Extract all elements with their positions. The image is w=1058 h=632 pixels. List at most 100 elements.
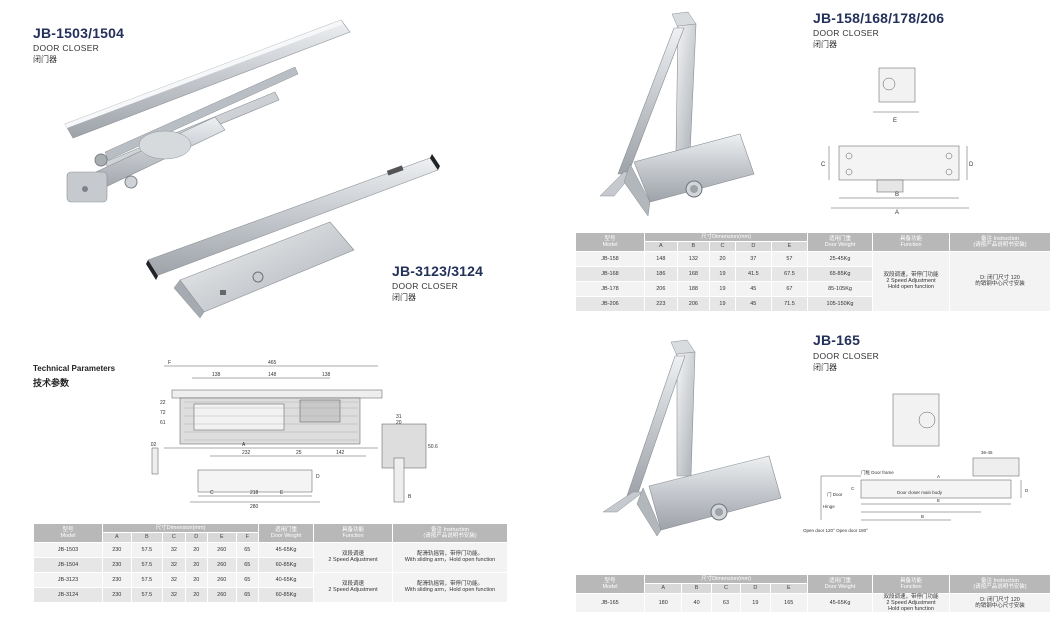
cell-value: 19 xyxy=(709,295,736,312)
dim-label: 门框 Door frame xyxy=(861,469,894,476)
dim-label: E xyxy=(893,118,897,124)
cell-function-en: 2 Speed Adjustment xyxy=(886,278,936,285)
dim-label: D xyxy=(316,474,320,480)
cell-function-en: 2 Speed Adjustment xyxy=(328,587,378,594)
cell-value: 63 xyxy=(710,592,742,613)
th-note-en: (请按产品说明书安装) xyxy=(973,241,1027,248)
th-dim-col: D xyxy=(740,583,771,594)
th-model-cn: 型号 xyxy=(604,577,616,584)
cell-weight: 25-45Kg xyxy=(807,250,873,267)
technical-drawing-2: C E D B A xyxy=(821,67,974,214)
cell-value: 40 xyxy=(681,592,712,613)
cell-weight: 65-85Kg xyxy=(807,265,873,282)
product-model-title-4: JB-165 xyxy=(813,332,861,348)
product-model-title-2: JB-3123/3124 xyxy=(392,263,484,279)
th-note-en: (请按产品说明书安装) xyxy=(423,532,477,539)
th-weight-cn: 适用门重 xyxy=(274,526,297,533)
th-function-cn: 具备功能 xyxy=(899,235,922,242)
cell-note-cn: D: 闭门尺寸 120 xyxy=(980,275,1020,282)
th-dim-col: B xyxy=(681,583,712,594)
cell-value: 57.5 xyxy=(130,586,164,603)
th-dim-col: A xyxy=(643,583,683,594)
cell-value: 67 xyxy=(770,280,809,297)
product-name-cn-4: 闭门器 xyxy=(813,363,837,372)
cell-note-cn: 配滑轨摇臂，带停门功能。 xyxy=(416,581,483,588)
cell-note-cn-2: 的销钢中心尺寸安装 xyxy=(975,602,1025,609)
th-model-cn: 型号 xyxy=(604,235,616,242)
cell-model: JB-178 xyxy=(575,280,645,297)
cell-value: 180 xyxy=(643,592,683,613)
cell-value: 37 xyxy=(734,250,772,267)
th-dim-col: E xyxy=(769,583,809,594)
cell-model: JB-158 xyxy=(575,250,645,267)
cell-note-en: With sliding arm，Hold open function xyxy=(404,557,496,564)
table-row: JB-168 186 168 19 41.5 67.5 65-85Kg xyxy=(575,265,1051,282)
cell-value: 148 xyxy=(644,250,678,267)
th-model-en: Model xyxy=(602,583,618,590)
th-note-cn: 备注 Instruction xyxy=(981,577,1019,584)
cell-model: JB-165 xyxy=(575,592,645,613)
cell-model: JB-1503 xyxy=(33,541,103,558)
dim-label: 72 xyxy=(160,410,166,416)
cell-value: 19 xyxy=(740,592,771,613)
cell-value: 223 xyxy=(644,295,678,312)
dim-label: 218 xyxy=(250,490,259,496)
right-page: JB-158/168/178/206 DOOR CLOSER 闭门器 C E D… xyxy=(529,0,1058,632)
table-row: JB-3123 230 57.5 32 20 260 65 40-65Kg 双段… xyxy=(33,571,508,603)
cell-value: 19 xyxy=(709,265,736,282)
cell-value: 260 xyxy=(206,541,237,558)
cell-function-cn: 双段调速，带停门功能 xyxy=(883,272,939,279)
cell-value: 57.5 xyxy=(130,541,164,558)
cell-note-cn-2: 的销钢中心尺寸安装 xyxy=(975,281,1025,288)
cell-value: 57 xyxy=(770,250,809,267)
dim-label: Open door 120° Open door 180° xyxy=(803,528,868,533)
concealed-closer-photo xyxy=(146,154,440,319)
th-weight-en: Door Weight xyxy=(824,241,856,248)
left-page: JB-1503/1504 DOOR CLOSER 闭门器 xyxy=(33,19,508,603)
th-dim-col: A xyxy=(644,241,678,252)
table-row: JB-3124 230 57.5 32 20 260 65 60-85Kg xyxy=(33,586,508,603)
cell-value: 20 xyxy=(184,586,208,603)
th-weight-en: Door Weight xyxy=(270,532,302,539)
cell-value: 41.5 xyxy=(734,265,772,282)
th-dim-col: B xyxy=(676,241,711,252)
dim-total-length: 465 xyxy=(268,360,277,366)
cell-function-cn: 双段调速，带停门功能 xyxy=(883,593,939,600)
cell-value: 57.5 xyxy=(130,571,164,588)
cell-weight: 105-150Kg xyxy=(807,295,873,312)
cell-model: JB-3123 xyxy=(33,571,103,588)
dim-label: 138 xyxy=(322,372,331,378)
product-model-title-3: JB-158/168/178/206 xyxy=(813,10,945,26)
th-dim-col: B xyxy=(130,532,164,543)
product-name-en-2: DOOR CLOSER xyxy=(392,281,459,291)
dim-label: E xyxy=(937,498,940,503)
product-name-en-4: DOOR CLOSER xyxy=(813,351,880,361)
product-name-cn: 闭门器 xyxy=(33,55,57,64)
technical-drawing: 465 138 148 138 22 72 61 102 A 232 25 14… xyxy=(150,360,438,508)
th-function-cn: 具备功能 xyxy=(899,577,922,584)
cell-value: 32 xyxy=(162,586,186,603)
cell-function-en-2: Hold open function xyxy=(888,605,934,612)
th-dim-col: E xyxy=(770,241,809,252)
cell-model: JB-1504 xyxy=(33,556,103,573)
cell-note-cn: D: 闭门尺寸 120 xyxy=(980,596,1020,603)
dim-label: 142 xyxy=(336,450,345,456)
cell-weight: 60-85Kg xyxy=(258,556,314,573)
th-function-cn: 具备功能 xyxy=(341,526,364,533)
th-dimension: 尺寸Dimension(mm) xyxy=(102,522,259,534)
cell-value: 45 xyxy=(734,295,772,312)
th-model-cn: 型号 xyxy=(62,526,74,533)
th-note-en: (请按产品说明书安装) xyxy=(973,583,1027,590)
cell-value: 20 xyxy=(184,541,208,558)
cell-value: 20 xyxy=(709,250,736,267)
th-dim-col: C xyxy=(709,241,736,252)
technical-drawing-3: 36-45 门框 Door frame Door closer main bod… xyxy=(803,393,1029,533)
dim-label: A xyxy=(242,442,246,448)
cell-weight: 60-85Kg xyxy=(258,586,314,603)
th-dimension: 尺寸Dimension(mm) xyxy=(644,231,808,243)
dim-label: B xyxy=(895,192,899,198)
cell-value: 186 xyxy=(644,265,678,282)
tech-params-title-en: Technical Parameters xyxy=(33,364,116,373)
cell-value: 230 xyxy=(102,556,132,573)
cell-value: 32 xyxy=(162,556,186,573)
